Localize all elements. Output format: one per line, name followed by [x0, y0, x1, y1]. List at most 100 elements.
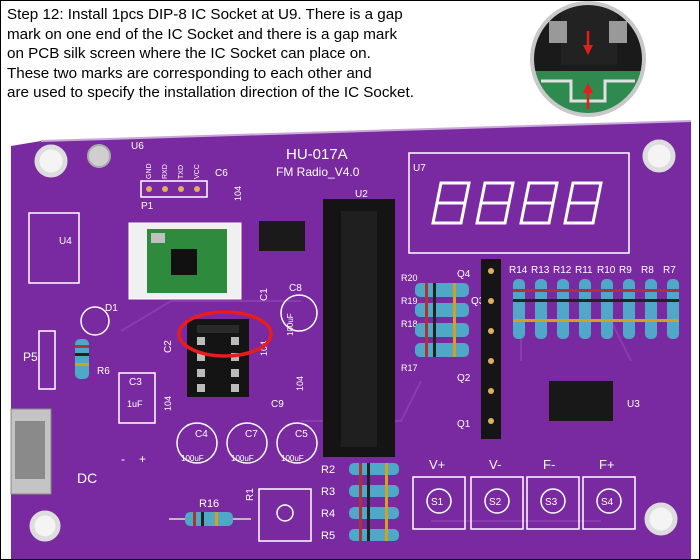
p1-header [140, 180, 208, 198]
c3-value: 1uF [127, 399, 143, 409]
q3-label: Q3 [471, 296, 485, 307]
svg-text:S4: S4 [601, 497, 614, 508]
r5-label: R5 [321, 530, 335, 542]
p1-pin-labels: GND RXD TXD VCC [146, 163, 201, 179]
svg-text:R14: R14 [509, 265, 528, 276]
r4-label: R4 [321, 508, 335, 520]
r16-resistor [169, 512, 251, 526]
transistor-header [481, 259, 501, 439]
u4-label: U4 [59, 236, 72, 247]
gap-mark-highlight [177, 310, 273, 358]
mounting-hole-tl [34, 144, 68, 178]
r18-label: R18 [401, 319, 418, 329]
svg-text:F-: F- [543, 457, 555, 472]
mounting-hole-br [644, 502, 678, 536]
r7-r14-resistors [513, 279, 679, 339]
r16-label: R16 [199, 498, 219, 510]
c3-label: C3 [129, 377, 142, 388]
button-s1: V+ S1 [412, 457, 466, 530]
caption-line: on PCB silk screen where the IC Socket c… [7, 45, 371, 63]
svg-text:R10: R10 [597, 265, 616, 276]
board-subtitle: FM Radio_V4.0 [276, 165, 360, 179]
c8-label: C8 [289, 283, 302, 294]
r1-label: R1 [245, 488, 256, 501]
c2-value: 104 [163, 396, 173, 411]
svg-text:RXD: RXD [162, 164, 169, 179]
fm-module [128, 222, 242, 300]
svg-text:R8: R8 [641, 265, 654, 276]
u3-chip [549, 381, 613, 421]
svg-text:S2: S2 [489, 497, 502, 508]
dc-label: DC [77, 470, 97, 486]
inset-closeup [530, 1, 646, 117]
svg-text:R12: R12 [553, 265, 572, 276]
button-s4: F+ S4 [582, 457, 636, 530]
p1-label: P1 [141, 201, 154, 212]
caption-line: These two marks are corresponding to eac… [7, 64, 372, 82]
instruction-caption: Step 12: Install 1pcs DIP-8 IC Socket at… [7, 5, 497, 103]
c1-value: 104 [259, 341, 269, 356]
c9-label: C9 [271, 399, 284, 410]
board-title: HU-017A [286, 146, 348, 163]
c4-label: C4 [195, 429, 208, 440]
q2-label: Q2 [457, 373, 471, 384]
r20-label: R20 [401, 273, 418, 283]
q4-label: Q4 [457, 269, 471, 280]
d1-label: D1 [105, 303, 118, 314]
mounting-hole-tr [642, 139, 676, 173]
c2-label: C2 [163, 340, 174, 353]
voltage-regulator [259, 221, 305, 251]
c1-label: C1 [259, 288, 270, 301]
r3-label: R3 [321, 486, 335, 498]
svg-text:R7: R7 [663, 265, 676, 276]
svg-text:TXD: TXD [178, 165, 185, 179]
svg-text:F+: F+ [599, 457, 615, 472]
svg-text:S1: S1 [431, 497, 444, 508]
r6-label: R6 [97, 366, 110, 377]
u2-label: U2 [355, 189, 368, 200]
button-s3: F- S3 [526, 457, 580, 530]
r6-resistor [75, 339, 89, 379]
c9-value: 104 [295, 376, 305, 391]
r17-label: R17 [401, 363, 418, 373]
svg-text:R13: R13 [531, 265, 550, 276]
button-s2: V- S2 [470, 457, 524, 530]
q1-label: Q1 [457, 419, 471, 430]
caption-line: mark on one end of the IC Socket and the… [7, 25, 398, 43]
c8-value: 100uF [286, 313, 295, 336]
svg-text:R9: R9 [619, 265, 632, 276]
u2-dip28-socket [323, 199, 395, 457]
c5-label: C5 [295, 429, 308, 440]
c6-value: 104 [233, 186, 243, 201]
svg-text:VCC: VCC [194, 164, 201, 179]
r2-r5-resistors [349, 463, 399, 541]
svg-text:V-: V- [489, 457, 501, 472]
svg-text:GND: GND [146, 163, 153, 179]
p5-label: P5 [23, 350, 38, 364]
seven-seg-display [431, 181, 603, 225]
c3-minus: - [121, 452, 125, 466]
c6-label: C6 [215, 168, 228, 179]
u4-outline [28, 212, 80, 284]
svg-text:V+: V+ [429, 457, 445, 472]
c7-label: C7 [245, 429, 258, 440]
caption-line: are used to specify the installation dir… [7, 84, 414, 102]
svg-text:R11: R11 [575, 265, 593, 276]
r1-outline [258, 488, 312, 542]
mounting-hole-bl [29, 510, 61, 542]
c7-value: 100uF [231, 454, 254, 463]
svg-text:S3: S3 [545, 497, 558, 508]
u7-label: U7 [413, 163, 426, 174]
c3-plus: + [139, 452, 146, 466]
r17-r20-resistors [415, 283, 469, 357]
c5-value: 100uF [281, 454, 304, 463]
electrolytic-caps [176, 422, 318, 464]
caption-line: Step 12: Install 1pcs DIP-8 IC Socket at… [7, 6, 403, 23]
r2-label: R2 [321, 464, 335, 476]
u7-outline [408, 152, 630, 254]
r19-label: R19 [401, 296, 418, 306]
u3-label: U3 [627, 399, 640, 410]
u6-label: U6 [131, 141, 144, 152]
